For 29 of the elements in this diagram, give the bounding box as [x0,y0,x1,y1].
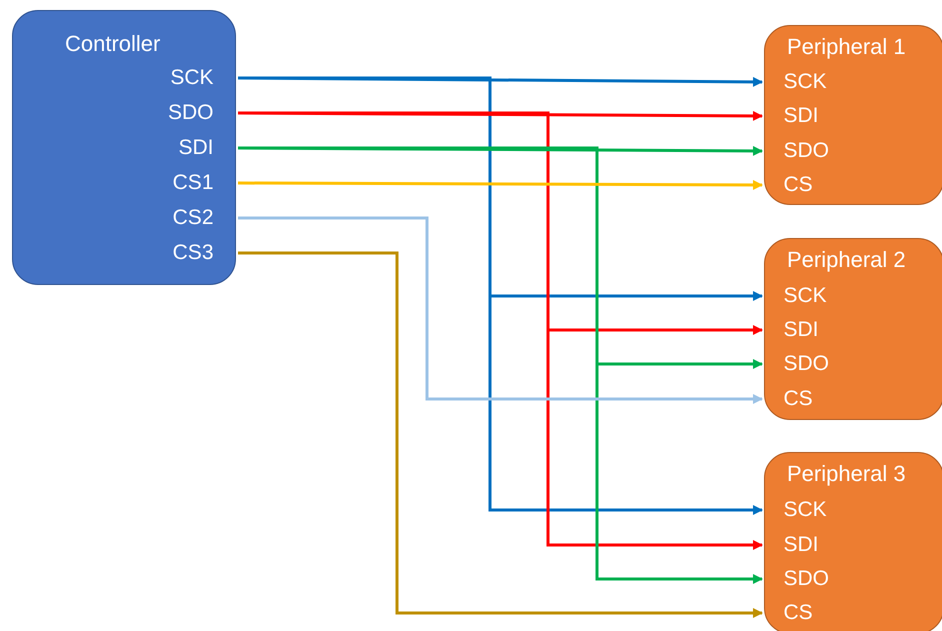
pin-label: SDO [764,136,864,166]
pin-label: CS [764,170,864,200]
device-title: Controller [65,30,160,58]
pin-label: CS [764,384,864,414]
arrow [238,180,763,190]
pin-label: SCK [764,280,864,310]
pin-label: CS [764,598,864,628]
pin-label: SCK [764,66,864,96]
device-box [764,25,942,205]
device-title: Peripheral 2 [787,246,906,274]
pin-label: SDI [764,314,864,344]
pin-label: SDI [764,530,864,560]
pin-label: CS2 [136,202,236,232]
pin-label: SDI [764,100,864,130]
pin-label: SCK [136,62,236,92]
device-box [764,452,942,631]
pin-label: CS3 [136,238,236,268]
arrow [238,216,763,404]
pin-label: SDO [136,98,236,128]
pin-label: SDI [136,132,236,162]
device-box [12,10,236,285]
arrow [238,252,763,618]
device-title: Peripheral 1 [787,33,906,61]
pin-label: SDO [764,348,864,378]
pin-label: CS1 [136,168,236,198]
device-title: Peripheral 3 [787,460,906,488]
pin-label: SCK [764,494,864,524]
device-box [764,238,942,420]
pin-label: SDO [764,564,864,594]
